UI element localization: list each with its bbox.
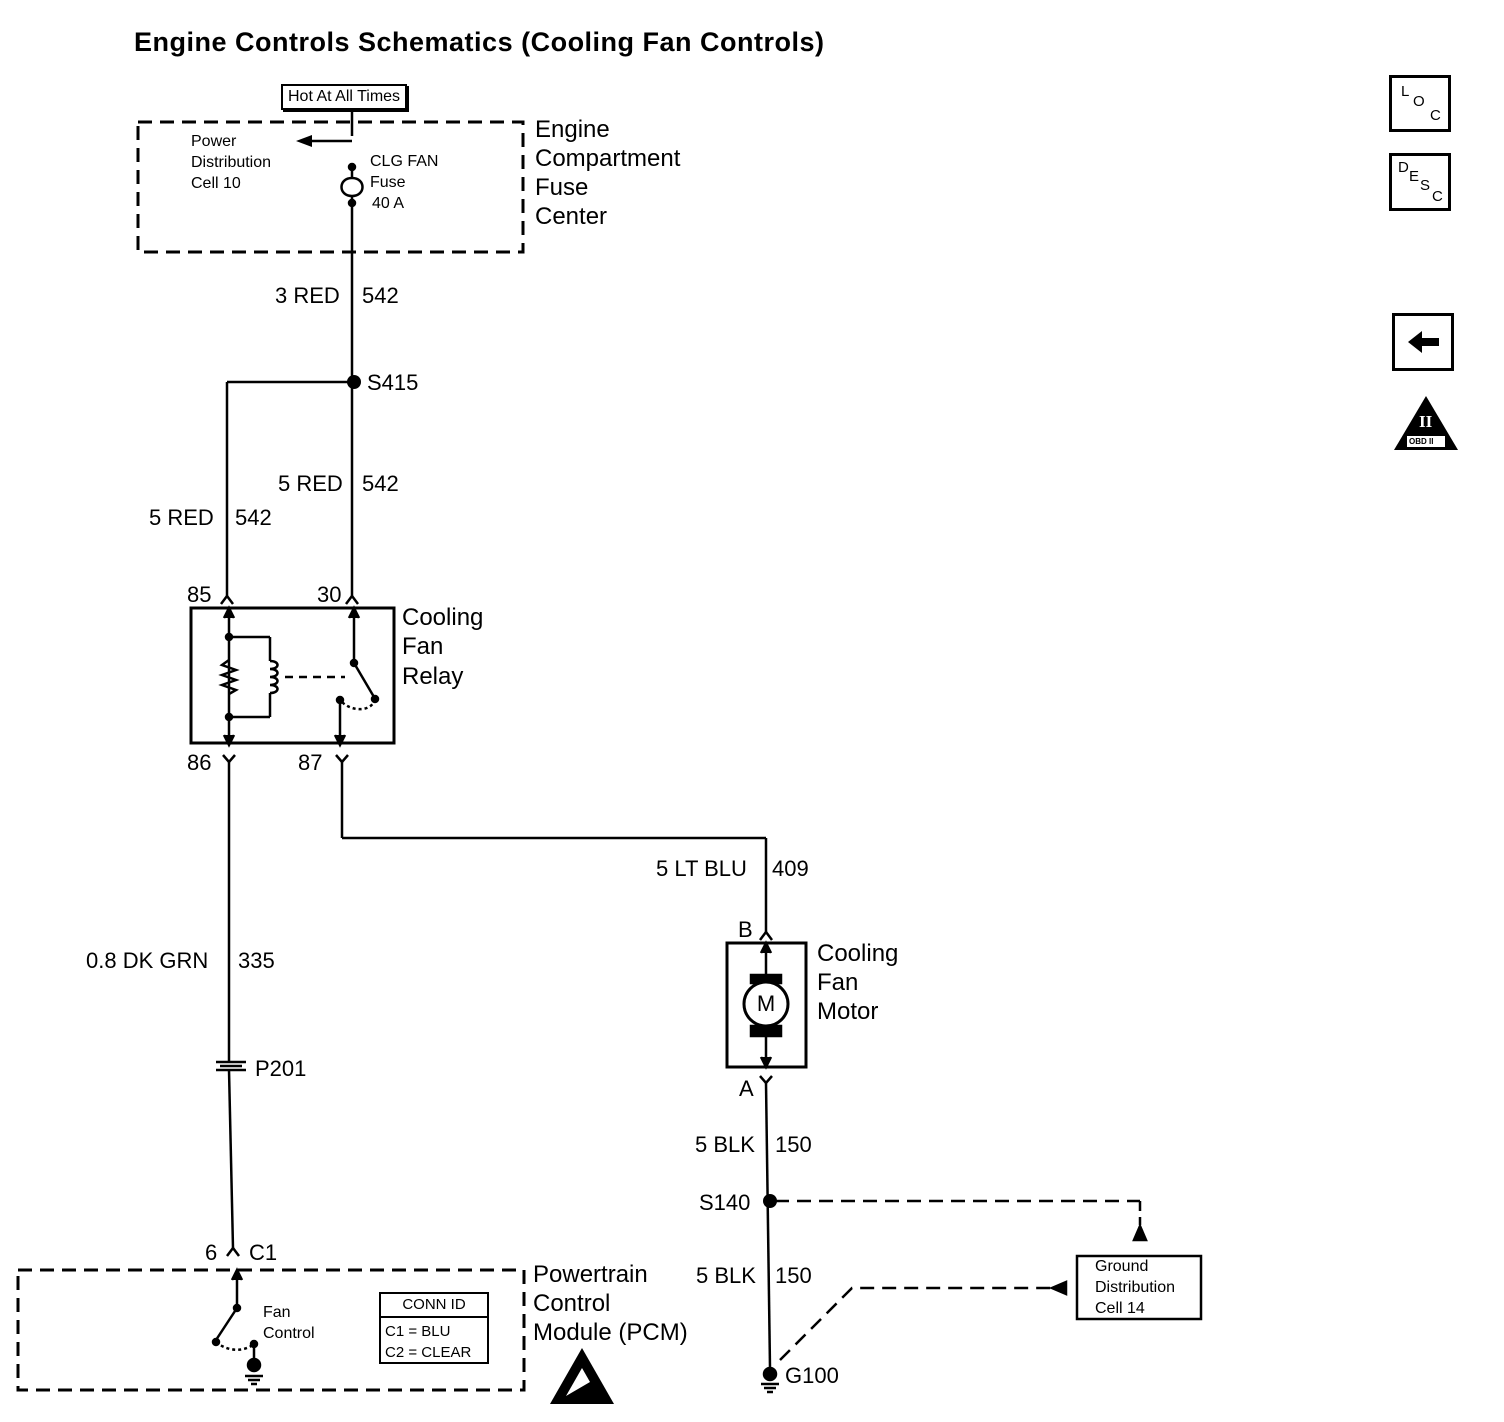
ground-dist-line3: Cell 14 — [1095, 1300, 1145, 1317]
fuse-name-line2: Fuse — [370, 174, 406, 191]
wire-w5-circuit: 409 — [772, 856, 809, 881]
fuse-symbol — [340, 167, 364, 198]
conn-id-table: CONN ID C1 = BLU C2 = CLEAR — [379, 1292, 489, 1364]
pcm-pin-6: 6 — [205, 1240, 218, 1265]
motor-name-line2: Fan — [817, 969, 859, 996]
pcm-connector-c1: C1 — [249, 1240, 278, 1265]
fuse-center-name-line2: Compartment — [535, 145, 681, 172]
back-button[interactable] — [1392, 313, 1454, 371]
relay-box — [189, 606, 396, 745]
back-arrow-icon — [1408, 331, 1439, 353]
location-icon-button[interactable]: L O C — [1389, 75, 1451, 132]
loc-letter-o: O — [1413, 93, 1425, 110]
relay-pin-85: 85 — [187, 582, 212, 607]
wire-w7-circuit: 150 — [775, 1263, 812, 1288]
splice-s140-label: S140 — [699, 1190, 751, 1215]
wire-w6-circuit: 150 — [775, 1132, 812, 1157]
relay-pin-87: 87 — [298, 750, 323, 775]
relay-pin-86: 86 — [187, 750, 212, 775]
wire-w2-color: 5 RED — [278, 471, 343, 496]
conn-id-header: CONN ID — [381, 1294, 487, 1318]
pcm-name-line2: Control — [533, 1290, 611, 1317]
fuse-center-box — [136, 120, 525, 254]
relay-coil — [269, 659, 279, 695]
obd2-triangle — [1394, 396, 1458, 450]
connector-p201-label: P201 — [255, 1056, 307, 1081]
obd2-text: OBD II — [1409, 437, 1434, 446]
esd-warning-icon — [550, 1348, 614, 1404]
pcm-box — [16, 1268, 526, 1392]
wire-w3-circuit: 542 — [235, 505, 272, 530]
page-title: Engine Controls Schematics (Cooling Fan … — [134, 27, 825, 57]
fuse-center-name-line4: Center — [535, 203, 608, 230]
wire-w1-color: 3 RED — [275, 283, 340, 308]
obd2-icon[interactable]: II OBD II — [1392, 393, 1460, 453]
fuse-name-line1: CLG FAN — [370, 153, 439, 170]
relay-contact — [352, 662, 376, 698]
pcm-name-line3: Module (PCM) — [533, 1319, 688, 1346]
pcm-switch-line1: Fan — [263, 1304, 291, 1321]
motor-name-line3: Motor — [817, 998, 879, 1025]
wire-w7-color: 5 BLK — [696, 1263, 756, 1288]
wire-w2-circuit: 542 — [362, 471, 399, 496]
wire-w1-circuit: 542 — [362, 283, 399, 308]
wire-w3-color: 5 RED — [149, 505, 214, 530]
motor-pin-a: A — [739, 1076, 754, 1101]
motor-symbol-letter: M — [756, 991, 776, 1016]
relay-resistor — [218, 658, 240, 696]
ground-dist-box — [1075, 1254, 1203, 1321]
ground-dist-line2: Distribution — [1095, 1279, 1176, 1296]
motor-name-line1: Cooling — [817, 940, 899, 967]
wire-w4-color: 0.8 DK GRN — [86, 948, 209, 973]
pcm-switch-line2: Control — [263, 1325, 315, 1342]
relay-name-line3: Relay — [402, 663, 464, 690]
wire-w5-color: 5 LT BLU — [656, 856, 747, 881]
splice-s140-dot — [763, 1194, 777, 1208]
desc-letter-c: C — [1432, 188, 1443, 205]
desc-letter-e: E — [1409, 168, 1420, 185]
loc-letter-c: C — [1430, 107, 1441, 124]
hot-at-all-times-label: Hot At All Times — [281, 84, 408, 110]
power-dist-line3: Cell 10 — [191, 175, 241, 192]
ground-g100-label: G100 — [785, 1363, 839, 1388]
relay-pin-30: 30 — [317, 582, 342, 607]
wire-w4-circuit: 335 — [238, 948, 275, 973]
splice-s415-label: S415 — [367, 370, 419, 395]
motor-pin-b: B — [738, 917, 753, 942]
description-icon-button[interactable]: D E S C — [1389, 153, 1451, 211]
relay-name-line2: Fan — [402, 633, 444, 660]
pcm-fan-switch — [214, 1307, 239, 1341]
obd2-roman: II — [1419, 412, 1433, 431]
fuse-center-name-line1: Engine — [535, 116, 610, 143]
ground-dist-line1: Ground — [1095, 1258, 1149, 1275]
wire-w6-color: 5 BLK — [695, 1132, 755, 1157]
fuse-center-name-line3: Fuse — [535, 174, 589, 201]
loc-letter-l: L — [1401, 83, 1410, 100]
desc-letter-d: D — [1398, 159, 1409, 176]
pcm-name-line1: Powertrain — [533, 1261, 648, 1288]
power-dist-line2: Distribution — [191, 154, 272, 171]
power-dist-line1: Power — [191, 133, 237, 150]
conn-id-row-c2: C2 = CLEAR — [385, 1344, 472, 1361]
desc-letter-s: S — [1420, 177, 1431, 194]
splice-s415-dot — [347, 375, 361, 389]
fuse-rating: 40 A — [372, 195, 405, 212]
relay-name-line1: Cooling — [402, 604, 484, 631]
conn-id-row-c1: C1 = BLU — [385, 1323, 451, 1340]
